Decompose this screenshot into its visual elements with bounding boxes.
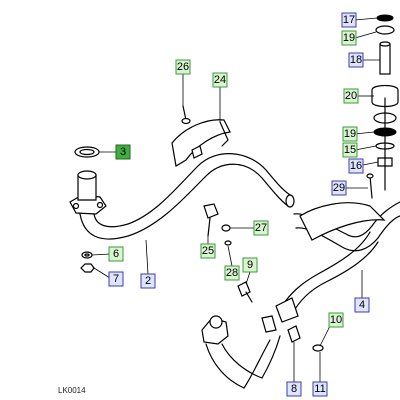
callout-19-lower[interactable]: 19 [342, 126, 358, 142]
callout-16[interactable]: 16 [348, 158, 364, 174]
callout-17[interactable]: 17 [341, 12, 357, 28]
svg-text:3: 3 [120, 146, 126, 158]
svg-text:27: 27 [255, 222, 267, 234]
callout-11[interactable]: 11 [312, 381, 328, 397]
callout-8[interactable]: 8 [286, 381, 302, 397]
svg-text:19: 19 [344, 128, 356, 140]
svg-text:4: 4 [359, 299, 365, 311]
intermediate-pipe-part [275, 201, 400, 323]
svg-text:9: 9 [247, 259, 253, 271]
svg-text:6: 6 [113, 248, 119, 260]
svg-text:20: 20 [345, 90, 357, 102]
svg-text:11: 11 [314, 383, 325, 395]
callout-3[interactable]: 3 [115, 144, 131, 160]
leader-lines [91, 17, 380, 384]
callout-20[interactable]: 20 [343, 88, 359, 104]
callout-25[interactable]: 25 [200, 243, 216, 259]
callout-7[interactable]: 7 [108, 271, 124, 287]
callout-2[interactable]: 2 [140, 273, 156, 289]
svg-text:17: 17 [343, 14, 355, 26]
callout-4[interactable]: 4 [354, 297, 370, 313]
svg-text:26: 26 [177, 61, 189, 73]
callout-18[interactable]: 18 [348, 52, 364, 68]
bolt-part [181, 105, 191, 125]
callout-10[interactable]: 10 [328, 312, 344, 328]
callout-27[interactable]: 27 [253, 220, 269, 236]
callout-29[interactable]: 29 [331, 180, 347, 196]
callout-6[interactable]: 6 [108, 246, 124, 262]
svg-text:29: 29 [333, 182, 345, 194]
svg-text:2: 2 [145, 275, 151, 287]
svg-text:24: 24 [214, 74, 226, 86]
front-pipe-part [69, 153, 295, 240]
svg-text:8: 8 [291, 383, 297, 395]
gasket-ring-part [74, 146, 100, 158]
svg-text:10: 10 [330, 314, 342, 326]
callout-19-upper[interactable]: 19 [341, 30, 357, 46]
svg-text:28: 28 [226, 267, 238, 279]
callout-26[interactable]: 26 [175, 59, 191, 75]
svg-text:18: 18 [350, 54, 362, 66]
svg-text:15: 15 [344, 144, 356, 156]
svg-text:7: 7 [113, 273, 119, 285]
diagram-reference-code: LK0014 [58, 386, 86, 395]
callout-9[interactable]: 9 [242, 257, 258, 273]
mounting-stack-part [366, 14, 399, 199]
svg-text:16: 16 [350, 160, 362, 172]
callout-15[interactable]: 15 [342, 142, 358, 158]
lower-pipe-part [201, 315, 324, 389]
callout-28[interactable]: 28 [224, 265, 240, 281]
clamp-bolt-part [237, 281, 253, 303]
svg-text:25: 25 [202, 245, 214, 257]
callout-24[interactable]: 24 [212, 72, 228, 88]
heat-shield-part [171, 119, 231, 167]
svg-text:19: 19 [343, 32, 355, 44]
